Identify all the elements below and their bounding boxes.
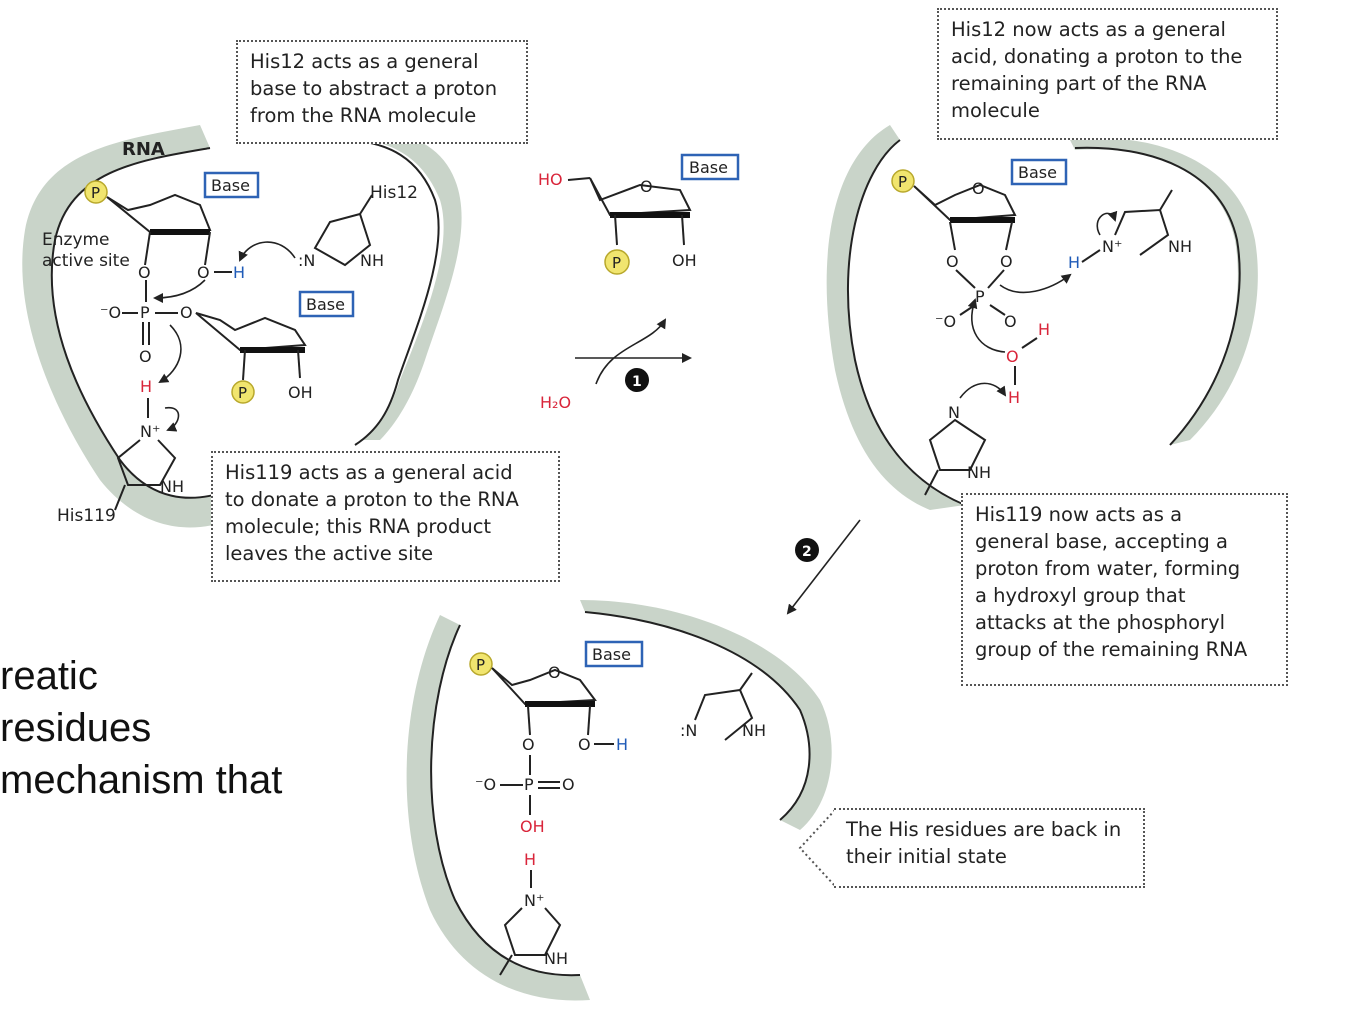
- svg-text:P: P: [524, 775, 534, 794]
- background-text-line-1: reatic: [0, 654, 98, 698]
- svg-text:H: H: [1008, 388, 1020, 407]
- ribose-top-a: P Base O H O: [84, 171, 260, 282]
- svg-text:Base: Base: [689, 158, 728, 177]
- base-label: Base: [211, 176, 250, 195]
- svg-text:1: 1: [632, 374, 642, 390]
- svg-text:O: O: [1006, 347, 1019, 366]
- svg-text:⁻O: ⁻O: [100, 303, 121, 322]
- base-box: [203, 171, 260, 199]
- ribose-lower-a: Base P OH: [195, 290, 355, 404]
- callout-his119-base: His119 now acts as a general base, accep…: [961, 493, 1288, 686]
- enzyme-label-1: Enzyme: [42, 230, 110, 250]
- svg-text:H: H: [140, 377, 152, 396]
- arrow-his12-attack: [238, 241, 296, 262]
- callout-his119-acid: His119 acts as a general acid to donate …: [211, 451, 560, 582]
- phosphodiester-a: ⁻O P O O: [100, 280, 193, 366]
- svg-text:NH: NH: [967, 463, 991, 482]
- svg-text:Base: Base: [1018, 163, 1057, 182]
- step-2-badge: [795, 538, 819, 562]
- his119-imidazole-a: H N⁺ NH: [114, 377, 184, 511]
- svg-text:O: O: [548, 663, 561, 682]
- his12-imidazole-a: :N NH: [298, 194, 384, 270]
- callout-his12-base: His12 acts as a general base to abstract…: [236, 40, 528, 144]
- svg-text:H: H: [1068, 253, 1080, 272]
- svg-text:N⁺: N⁺: [524, 891, 544, 910]
- svg-text:O: O: [578, 735, 591, 754]
- svg-text:Base: Base: [592, 645, 631, 664]
- svg-text:NH: NH: [1168, 237, 1192, 256]
- his12-label: His12: [370, 183, 418, 203]
- svg-text:2: 2: [802, 544, 812, 560]
- svg-text::N: :N: [298, 251, 315, 270]
- svg-text:P: P: [898, 173, 907, 191]
- svg-text:O: O: [180, 303, 193, 322]
- svg-text:NH: NH: [160, 477, 184, 496]
- svg-text::N: :N: [680, 721, 697, 740]
- svg-text:O: O: [139, 347, 152, 366]
- svg-text:N⁺: N⁺: [140, 422, 160, 441]
- enzyme-surface-b: [826, 125, 965, 510]
- enzyme-surface-c: [406, 615, 590, 1001]
- svg-text:O: O: [197, 263, 210, 282]
- svg-text:NH: NH: [544, 949, 568, 968]
- enzyme-label-2: active site: [42, 251, 130, 271]
- svg-text:⁻O: ⁻O: [475, 775, 496, 794]
- phosphate-icon: [84, 180, 108, 204]
- proton-h: H: [233, 263, 245, 282]
- svg-text:H: H: [616, 735, 628, 754]
- svg-text:P: P: [975, 287, 985, 306]
- callout-his-back: The His residues are back in their initi…: [834, 808, 1145, 888]
- svg-text:O: O: [640, 177, 653, 196]
- svg-text:P: P: [140, 303, 150, 322]
- svg-text:⁻O: ⁻O: [935, 312, 956, 331]
- svg-text:O: O: [972, 179, 985, 198]
- svg-text:O: O: [946, 252, 959, 271]
- svg-text:HO: HO: [538, 170, 563, 189]
- enzyme-surface-a: [22, 125, 230, 528]
- svg-text:H: H: [524, 850, 536, 869]
- svg-text:N⁺: N⁺: [1102, 237, 1122, 256]
- svg-text:H₂O: H₂O: [540, 393, 571, 412]
- his119-label: His119: [57, 506, 116, 526]
- svg-text:O: O: [138, 263, 151, 282]
- callout-his12-acid: His12 now acts as a general acid, donati…: [937, 8, 1278, 140]
- svg-text:NH: NH: [742, 721, 766, 740]
- svg-text:H: H: [1038, 320, 1050, 339]
- svg-text:Base: Base: [306, 295, 345, 314]
- svg-text:OH: OH: [520, 817, 545, 836]
- panel-b: P O Base O O P ⁻O O H N⁺ NH H O H N NH: [826, 125, 1258, 510]
- svg-text:P: P: [612, 254, 621, 272]
- background-text-line-2: residues: [0, 706, 152, 750]
- panel-mid: HO O Base P OH H₂O 1: [538, 153, 740, 412]
- svg-text:O: O: [1000, 252, 1013, 271]
- svg-text:P: P: [238, 384, 247, 402]
- svg-text:N: N: [948, 403, 960, 422]
- phosphate-label: P: [91, 184, 100, 202]
- svg-text:OH: OH: [672, 251, 697, 270]
- svg-text:O: O: [1004, 312, 1017, 331]
- step-1-badge: [625, 368, 649, 392]
- svg-text:NH: NH: [360, 251, 384, 270]
- svg-text:O: O: [522, 735, 535, 754]
- svg-text:P: P: [476, 656, 485, 674]
- background-text-line-3: mechanism that: [0, 758, 283, 802]
- reaction-arrow-2: 2: [786, 519, 861, 615]
- svg-text:O: O: [562, 775, 575, 794]
- svg-text:OH: OH: [288, 383, 313, 402]
- panel-c: P O Base O O H ⁻O P O OH H N⁺ NH :N NH: [406, 600, 832, 1001]
- rna-label: RNA: [122, 139, 165, 160]
- enzyme-surface-a-right: [330, 127, 462, 440]
- panel-a: RNA Enzyme active site His12 His119 P Ba…: [22, 125, 462, 528]
